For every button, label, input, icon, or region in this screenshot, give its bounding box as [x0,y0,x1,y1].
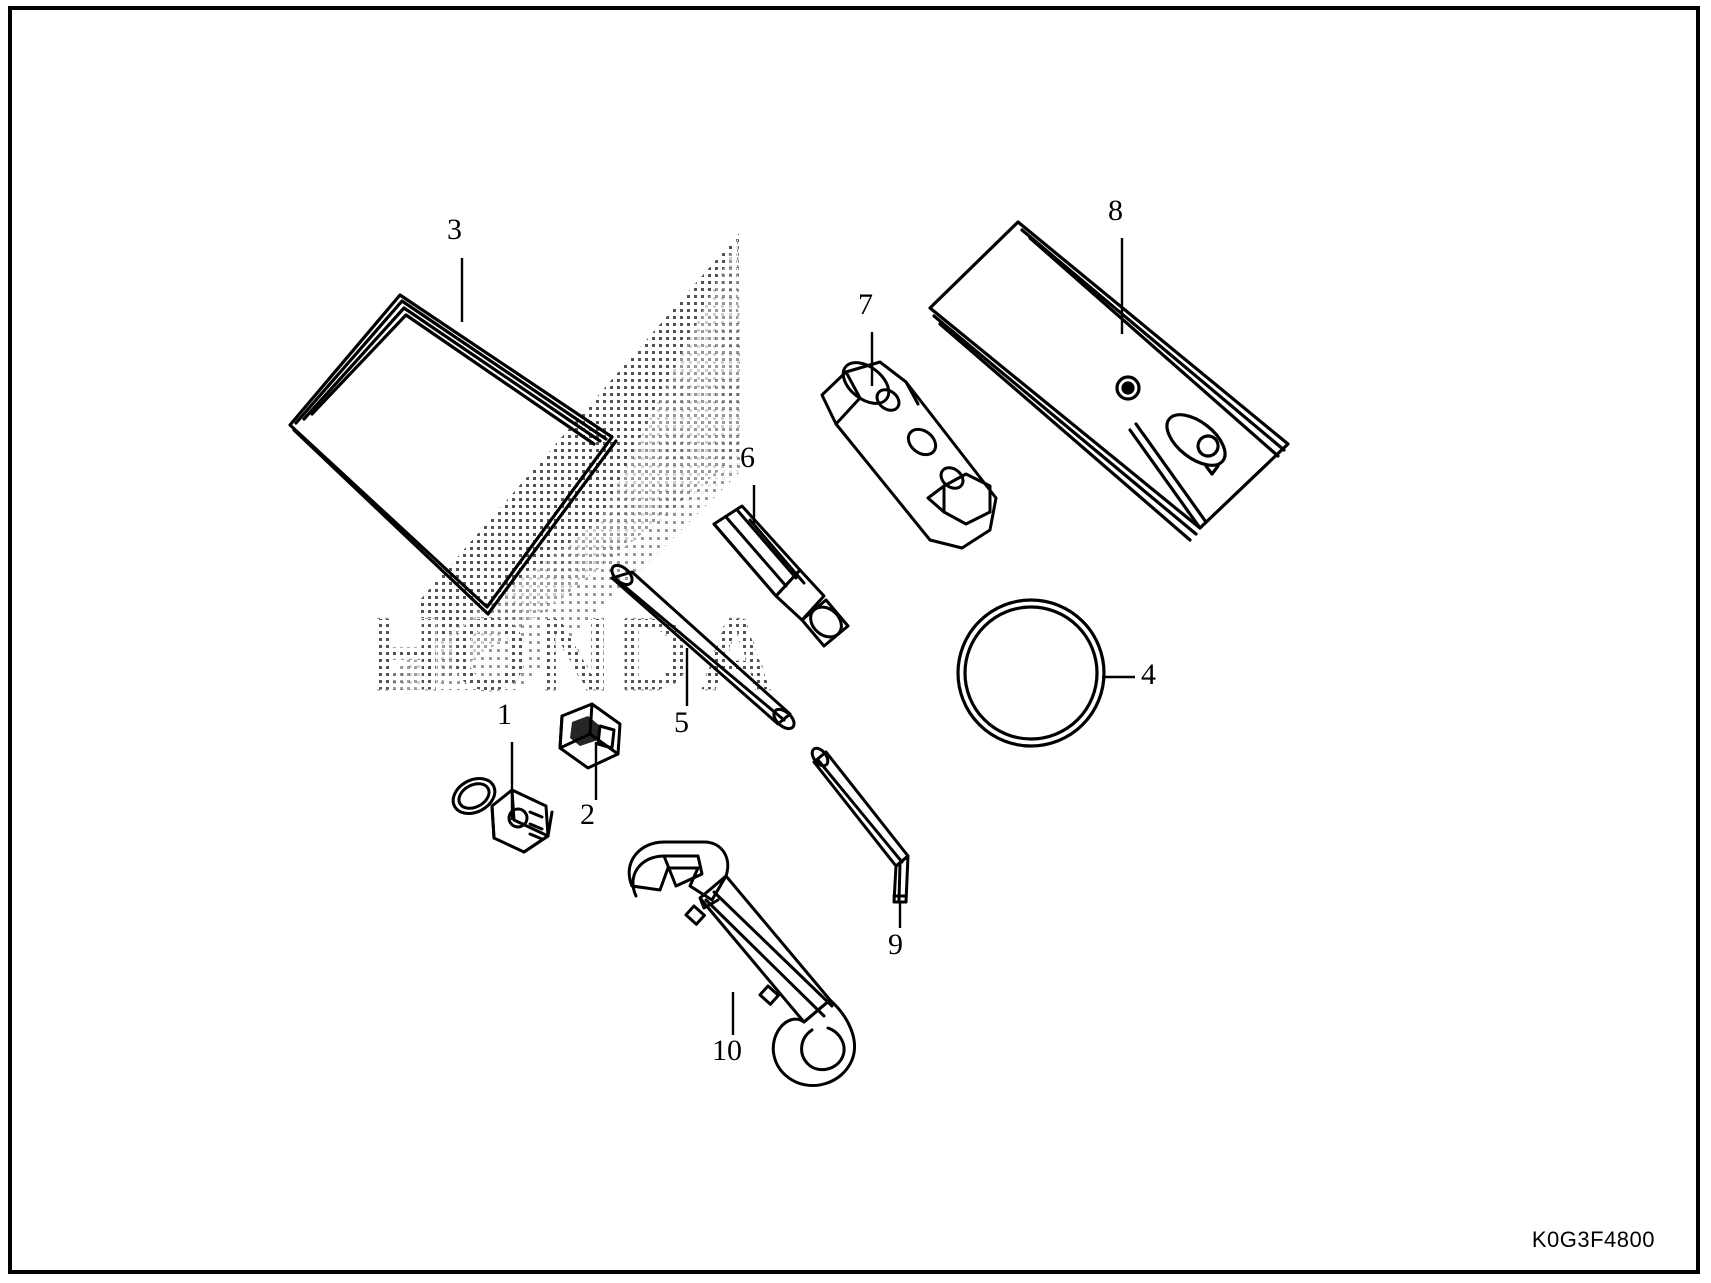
part-8-tool-case [928,220,1290,542]
callout-label-3: 3 [447,213,462,246]
callout-label-10: 10 [712,1034,742,1067]
part-code-label: K0G3F4800 [1531,1227,1655,1252]
part-2-clip-holder [558,702,622,770]
callout-leader-lines [460,238,1135,1035]
callout-label-1: 1 [497,698,512,731]
part-6-screwdriver [712,504,850,648]
callout-label-5: 5 [674,706,689,739]
callout-label-8: 8 [1108,194,1123,227]
callout-label-2: 2 [580,798,595,831]
honda-wordmark-watermark: HONDA [368,597,779,714]
part-3-tool-bag-pouch [288,293,618,616]
part-10-open-end-wrench [627,840,857,1087]
part-4-o-ring [956,598,1106,748]
callout-label-6: 6 [740,441,755,474]
callout-label-9: 9 [888,928,903,961]
svg-text:HONDA: HONDA [368,597,779,713]
callout-label-7: 7 [858,288,873,321]
honda-watermark: HONDA [368,230,779,714]
part-9-hex-wrench [810,746,910,904]
part-7-spark-plug-wrench [820,360,998,550]
callout-label-4: 4 [1141,658,1156,691]
part-5-pry-bar [610,563,796,731]
part-1-key-set [451,776,554,854]
